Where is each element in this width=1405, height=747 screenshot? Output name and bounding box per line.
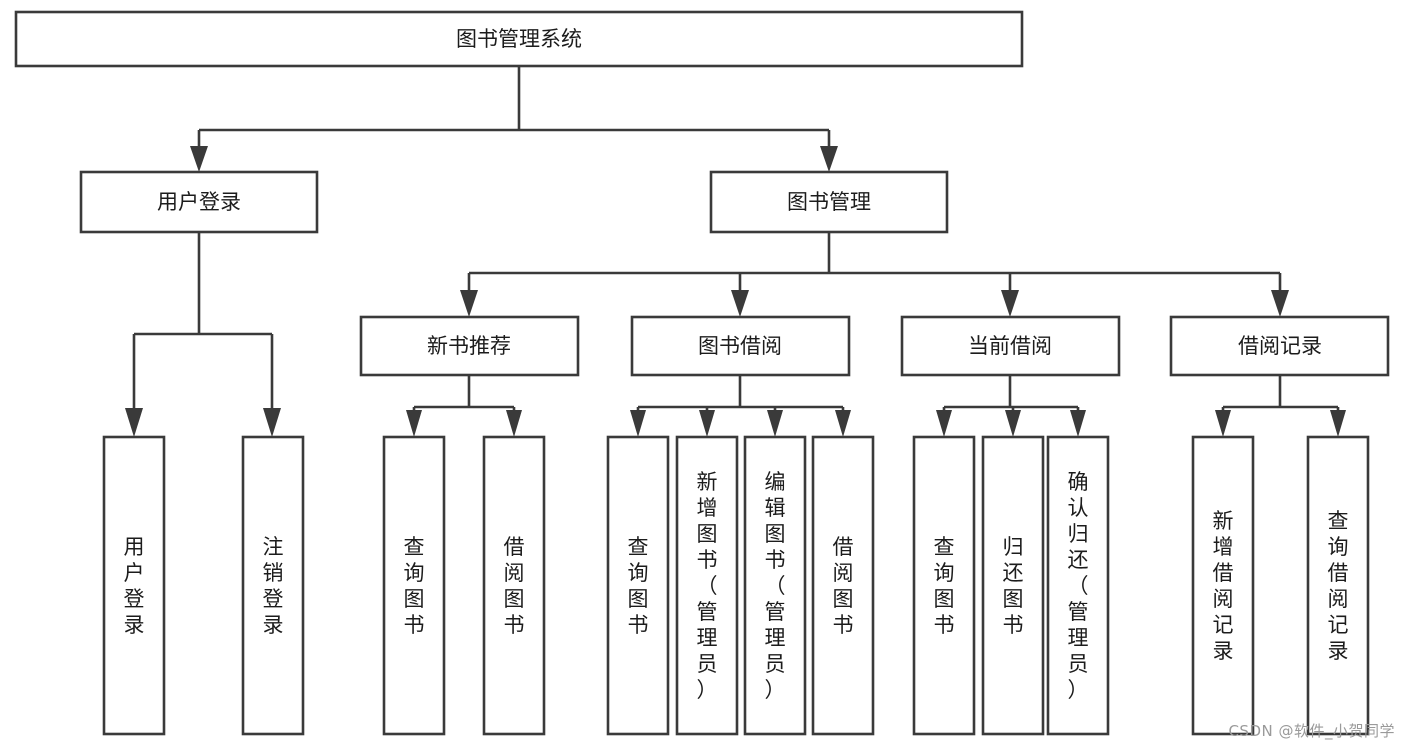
connector-current-borrow-to-leaves <box>936 375 1086 437</box>
node-label-current-borrow: 当前借阅 <box>968 334 1052 358</box>
connector-user-login-to-leaves <box>125 232 281 437</box>
node-leaf-current-borrow-return[interactable]: 归还图书 <box>981 435 1045 736</box>
node-root-system[interactable]: 图书管理系统 <box>14 10 1024 68</box>
node-label-leaf: 注销登录 <box>263 535 284 637</box>
node-leaf-current-borrow-query[interactable]: 查询图书 <box>912 435 976 736</box>
node-label-leaf: 查询借阅记录 <box>1328 509 1349 663</box>
node-leaf-new-book-query[interactable]: 查询图书 <box>382 435 446 736</box>
node-label-leaf: 查询图书 <box>934 535 955 637</box>
node-label-root: 图书管理系统 <box>456 27 582 51</box>
node-book-management[interactable]: 图书管理 <box>709 170 949 234</box>
node-label-leaf: 确认归还（管理员） <box>1068 470 1089 702</box>
arrow-head-icon <box>406 410 422 437</box>
node-leaf-new-book-borrow[interactable]: 借阅图书 <box>482 435 546 736</box>
connector-book-management-to-level3 <box>460 232 1289 317</box>
node-label-leaf: 查询图书 <box>404 535 425 637</box>
node-label-leaf: 新增图书（管理员） <box>697 470 718 702</box>
node-label-leaf: 借阅图书 <box>833 535 854 637</box>
node-label-leaf: 用户登录 <box>124 535 145 637</box>
arrow-head-icon <box>460 290 478 317</box>
arrow-head-icon <box>125 408 143 437</box>
connector-book-borrow-to-leaves <box>630 375 851 437</box>
node-current-borrow[interactable]: 当前借阅 <box>900 315 1121 377</box>
node-leaf-book-borrow-add[interactable]: 新增图书（管理员） <box>675 435 739 736</box>
node-label-leaf: 查询图书 <box>628 535 649 637</box>
node-leaf-book-borrow-borrow[interactable]: 借阅图书 <box>811 435 875 736</box>
arrow-head-icon <box>767 410 783 437</box>
arrow-head-icon <box>1001 290 1019 317</box>
arrow-head-icon <box>506 410 522 437</box>
connector-root-to-level2 <box>190 66 838 172</box>
arrow-head-icon <box>190 146 208 172</box>
arrow-head-icon <box>630 410 646 437</box>
arrow-head-icon <box>936 410 952 437</box>
node-leaf-book-borrow-edit[interactable]: 编辑图书（管理员） <box>743 435 807 736</box>
node-borrow-record[interactable]: 借阅记录 <box>1169 315 1390 377</box>
arrow-head-icon <box>263 408 281 437</box>
node-user-login[interactable]: 用户登录 <box>79 170 319 234</box>
csdn-watermark: CSDN @软件_小贺同学 <box>1228 722 1395 740</box>
node-label-book-management: 图书管理 <box>787 190 871 214</box>
node-leaf-book-borrow-query[interactable]: 查询图书 <box>606 435 670 736</box>
node-label-book-borrow: 图书借阅 <box>698 334 782 358</box>
connector-borrow-record-to-leaves <box>1215 375 1346 437</box>
node-label-leaf: 借阅图书 <box>504 535 525 637</box>
arrow-head-icon <box>820 146 838 172</box>
node-label-leaf: 归还图书 <box>1003 535 1024 637</box>
node-leaf-user-login-logout[interactable]: 注销登录 <box>241 435 305 736</box>
arrow-head-icon <box>835 410 851 437</box>
connector-new-book-to-leaves <box>406 375 522 437</box>
arrow-head-icon <box>1330 410 1346 437</box>
arrow-head-icon <box>1215 410 1231 437</box>
node-leaf-user-login-login[interactable]: 用户登录 <box>102 435 166 736</box>
node-label-user-login: 用户登录 <box>157 190 241 214</box>
node-label-leaf: 编辑图书（管理员） <box>765 470 786 702</box>
node-label-new-book-recommend: 新书推荐 <box>427 334 511 358</box>
arrow-head-icon <box>1271 290 1289 317</box>
node-label-leaf: 新增借阅记录 <box>1213 509 1234 663</box>
arrow-head-icon <box>1070 410 1086 437</box>
node-label-borrow-record: 借阅记录 <box>1238 334 1322 358</box>
arrow-head-icon <box>731 290 749 317</box>
node-book-borrow[interactable]: 图书借阅 <box>630 315 851 377</box>
node-leaf-borrow-record-add[interactable]: 新增借阅记录 <box>1191 435 1255 736</box>
arrow-head-icon <box>1005 410 1021 437</box>
node-leaf-current-borrow-confirm[interactable]: 确认归还（管理员） <box>1046 435 1110 736</box>
node-new-book-recommend[interactable]: 新书推荐 <box>359 315 580 377</box>
arrow-head-icon <box>699 410 715 437</box>
node-leaf-borrow-record-query[interactable]: 查询借阅记录 <box>1306 435 1370 736</box>
